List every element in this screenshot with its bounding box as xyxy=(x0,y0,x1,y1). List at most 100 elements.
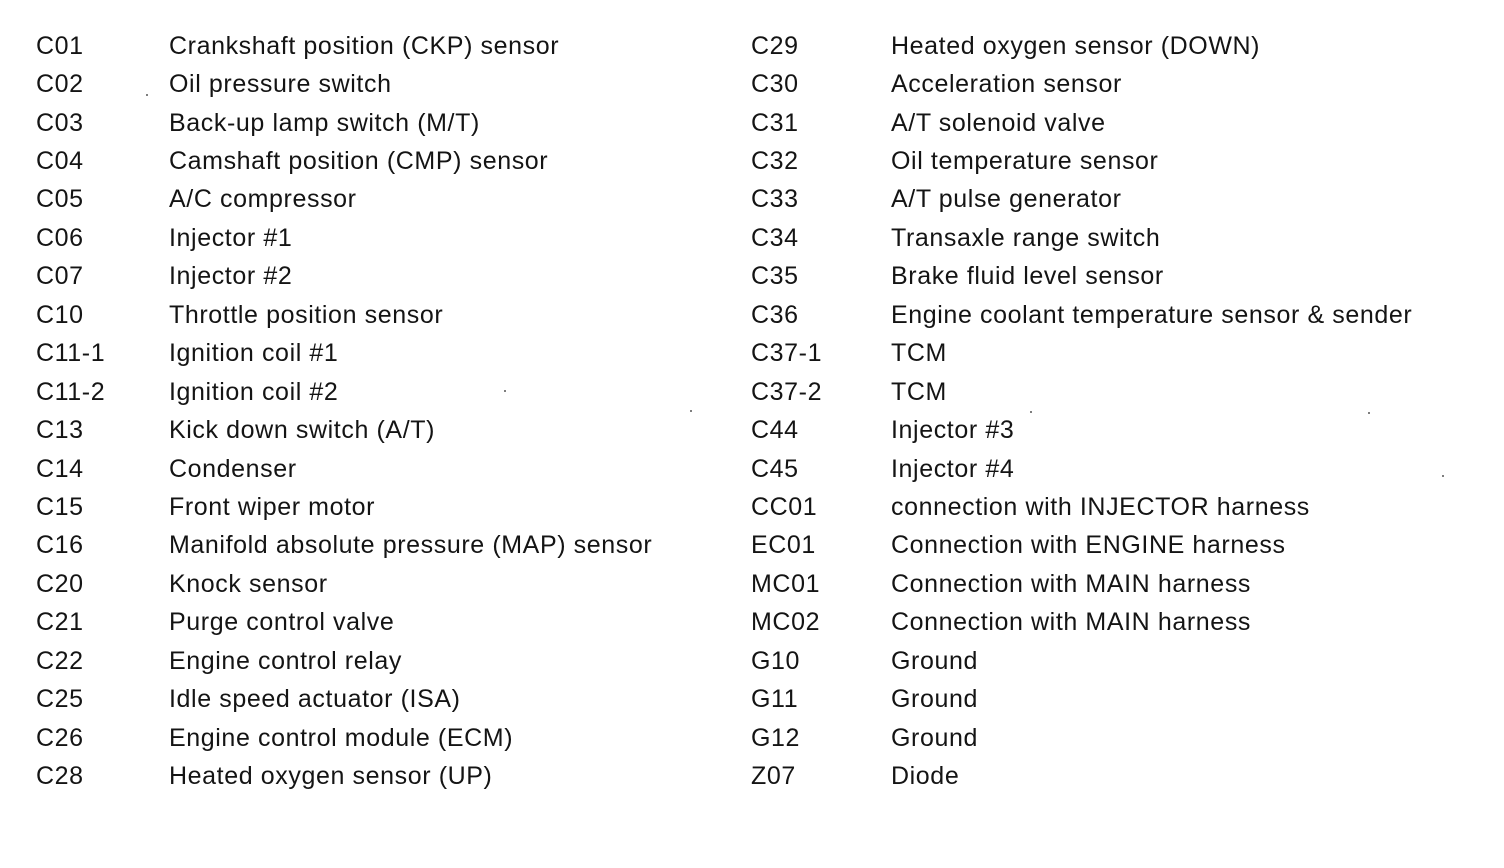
list-item: C04 Camshaft position (CMP) sensor xyxy=(36,142,652,180)
connector-description: Ignition coil #2 xyxy=(169,377,339,406)
connector-code: C03 xyxy=(36,108,84,137)
connector-code: C37-2 xyxy=(751,377,823,406)
connector-description: Diode xyxy=(891,762,960,791)
connector-description: A/C compressor xyxy=(169,185,357,214)
connector-description: Idle speed actuator (ISA) xyxy=(169,685,461,714)
scan-speck xyxy=(146,94,148,96)
connector-description: Crankshaft position (CKP) sensor xyxy=(169,31,560,60)
connector-description: Camshaft position (CMP) sensor xyxy=(169,147,549,176)
connector-code: C13 xyxy=(36,416,84,445)
list-item: C32 Oil temperature sensor xyxy=(751,142,1412,180)
connector-code: G11 xyxy=(751,685,799,714)
connector-description: Ground xyxy=(891,646,978,675)
connector-code: C32 xyxy=(751,147,799,176)
list-item: C01 Crankshaft position (CKP) sensor xyxy=(36,27,652,65)
connector-description: Manifold absolute pressure (MAP) sensor xyxy=(169,531,653,560)
list-item: Z07 Diode xyxy=(751,757,1412,795)
connector-description: Injector #3 xyxy=(891,416,1015,445)
connector-description: Ignition coil #1 xyxy=(169,339,339,368)
connector-code: C29 xyxy=(751,31,799,60)
connector-code: C45 xyxy=(751,454,799,483)
connector-code: C44 xyxy=(751,416,799,445)
connector-description: A/T solenoid valve xyxy=(891,108,1106,137)
list-item: C29 Heated oxygen sensor (DOWN) xyxy=(751,27,1412,65)
connector-code: C14 xyxy=(36,454,84,483)
connector-code: C26 xyxy=(36,723,84,752)
connector-description: Connection with MAIN harness xyxy=(891,569,1252,598)
scan-speck xyxy=(690,410,692,412)
connector-description: Back-up lamp switch (M/T) xyxy=(169,108,480,137)
connector-code: C34 xyxy=(751,223,799,252)
list-item: C22 Engine control relay xyxy=(36,642,652,680)
connector-description: Condenser xyxy=(169,454,297,483)
connector-description: Engine control module (ECM) xyxy=(169,723,514,752)
connector-description: Engine control relay xyxy=(169,646,402,675)
connector-description: Throttle position sensor xyxy=(169,300,444,329)
connector-code: C15 xyxy=(36,492,84,521)
connector-description: Oil temperature sensor xyxy=(891,147,1159,176)
list-item: G10 Ground xyxy=(751,642,1412,680)
list-item: G11 Ground xyxy=(751,680,1412,718)
scan-speck xyxy=(1030,411,1032,413)
connector-description: Heated oxygen sensor (UP) xyxy=(169,762,493,791)
connector-description: Ground xyxy=(891,685,978,714)
connector-code: C11-1 xyxy=(36,339,106,368)
connector-code: C01 xyxy=(36,31,84,60)
connector-code: C06 xyxy=(36,223,84,252)
connector-code: C07 xyxy=(36,262,84,291)
connector-code: G12 xyxy=(751,723,801,752)
connector-description: A/T pulse generator xyxy=(891,185,1122,214)
connector-code: C02 xyxy=(36,70,84,99)
connector-description: Knock sensor xyxy=(169,569,328,598)
connector-description: connection with INJECTOR harness xyxy=(891,492,1310,521)
list-item: C37-2 TCM xyxy=(751,373,1412,411)
connector-code: EC01 xyxy=(751,531,816,560)
connector-description: Injector #4 xyxy=(891,454,1015,483)
connector-code: C11-2 xyxy=(36,377,106,406)
scan-speck xyxy=(504,390,506,392)
connector-code: C04 xyxy=(36,147,84,176)
connector-description: Heated oxygen sensor (DOWN) xyxy=(891,31,1261,60)
list-item: C44 Injector #3 xyxy=(751,411,1412,449)
connector-description: Brake fluid level sensor xyxy=(891,262,1164,291)
connector-code: C31 xyxy=(751,108,799,137)
connector-description: Oil pressure switch xyxy=(169,70,392,99)
list-item: EC01 Connection with ENGINE harness xyxy=(751,527,1412,565)
list-item: C35 Brake fluid level sensor xyxy=(751,258,1412,296)
connector-description: Connection with ENGINE harness xyxy=(891,531,1286,560)
list-item: C11-1 Ignition coil #1 xyxy=(36,335,652,373)
connector-code: C22 xyxy=(36,646,84,675)
connector-code: C05 xyxy=(36,185,84,214)
connector-code: Z07 xyxy=(751,762,796,791)
connector-code: CC01 xyxy=(751,492,818,521)
list-item: C03 Back-up lamp switch (M/T) xyxy=(36,104,652,142)
list-item: C13 Kick down switch (A/T) xyxy=(36,411,652,449)
connector-code: G10 xyxy=(751,646,801,675)
list-item: C26 Engine control module (ECM) xyxy=(36,719,652,757)
connector-code: MC02 xyxy=(751,608,821,637)
scan-speck xyxy=(1442,475,1444,477)
connector-description: Acceleration sensor xyxy=(891,70,1122,99)
list-item: C14 Condenser xyxy=(36,450,652,488)
connector-code: C37-1 xyxy=(751,339,823,368)
connector-code: C35 xyxy=(751,262,799,291)
connector-description: TCM xyxy=(891,377,947,406)
connector-description: Kick down switch (A/T) xyxy=(169,416,436,445)
connector-code: C25 xyxy=(36,685,84,714)
left-connector-list: C01 Crankshaft position (CKP) sensor C02 O… xyxy=(36,27,652,796)
list-item: C02 Oil pressure switch xyxy=(36,65,652,103)
list-item: C25 Idle speed actuator (ISA) xyxy=(36,680,652,718)
